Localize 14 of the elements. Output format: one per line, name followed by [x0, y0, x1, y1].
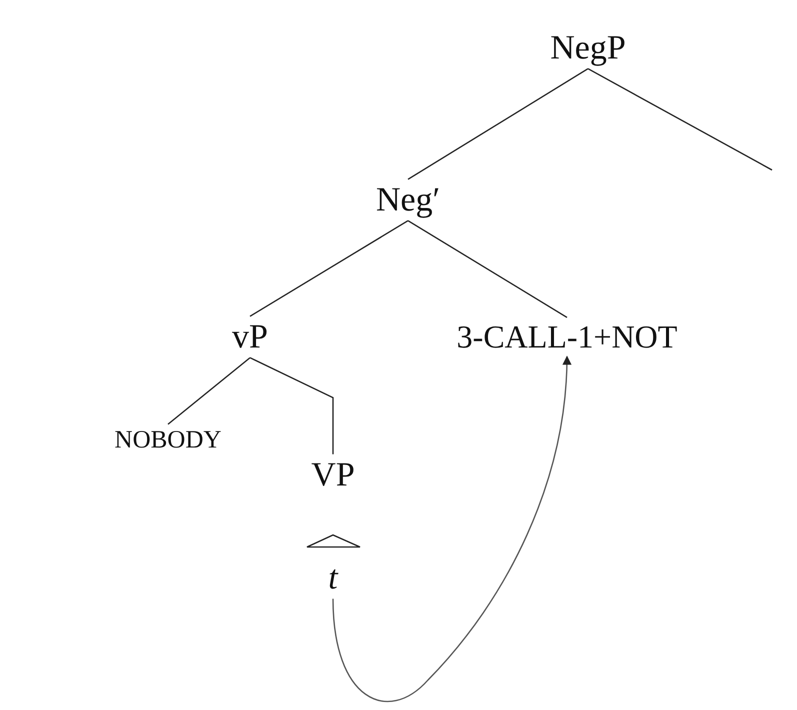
tree-node-label: 3-CALL-1+NOT — [456, 319, 678, 355]
trace-label: t — [328, 559, 338, 597]
tree-node-label: vP — [232, 318, 268, 356]
tree-branch — [588, 68, 772, 171]
tree-branch — [168, 357, 250, 425]
movement-arrow — [332, 356, 572, 702]
tree-node-label: NegP — [550, 29, 626, 67]
tree-node-label: Neg′ — [376, 181, 440, 219]
tree-node-label: VP — [311, 456, 355, 494]
tree-branch — [408, 220, 568, 318]
tree-branch — [250, 220, 408, 317]
tree-branch — [408, 68, 588, 180]
tree-branch — [250, 357, 334, 454]
tree-node-label: NOBODY — [114, 426, 222, 454]
